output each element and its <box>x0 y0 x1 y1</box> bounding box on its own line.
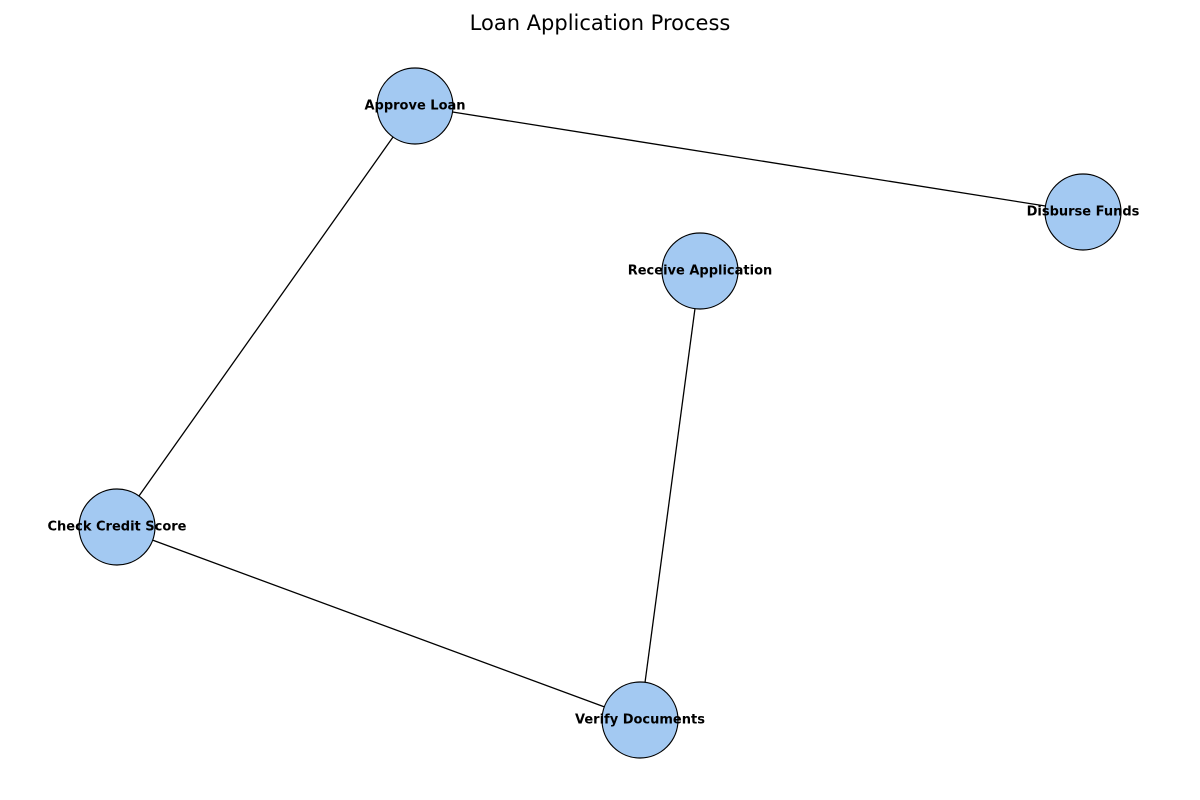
node-label: Disburse Funds <box>1027 205 1140 220</box>
edge-credit-approve <box>138 136 394 497</box>
node-circle <box>601 681 679 759</box>
diagram-title: Loan Application Process <box>469 11 731 35</box>
edge-approve-disburse <box>452 111 1046 207</box>
node-label: Check Credit Score <box>48 520 187 535</box>
node-circle <box>78 488 156 566</box>
edges-layer <box>138 111 1046 708</box>
node-receive: Receive Application <box>628 232 773 310</box>
node-circle <box>661 232 739 310</box>
node-verify: Verify Documents <box>575 681 705 759</box>
node-label: Approve Loan <box>364 99 465 114</box>
node-circle <box>1044 173 1122 251</box>
node-credit: Check Credit Score <box>48 488 187 566</box>
node-disburse: Disburse Funds <box>1027 173 1140 251</box>
edge-receive-verify <box>644 308 696 683</box>
node-approve: Approve Loan <box>364 67 466 145</box>
node-label: Receive Application <box>628 264 773 279</box>
node-circle <box>376 67 454 145</box>
edge-verify-credit <box>152 539 605 708</box>
node-label: Verify Documents <box>575 713 705 728</box>
